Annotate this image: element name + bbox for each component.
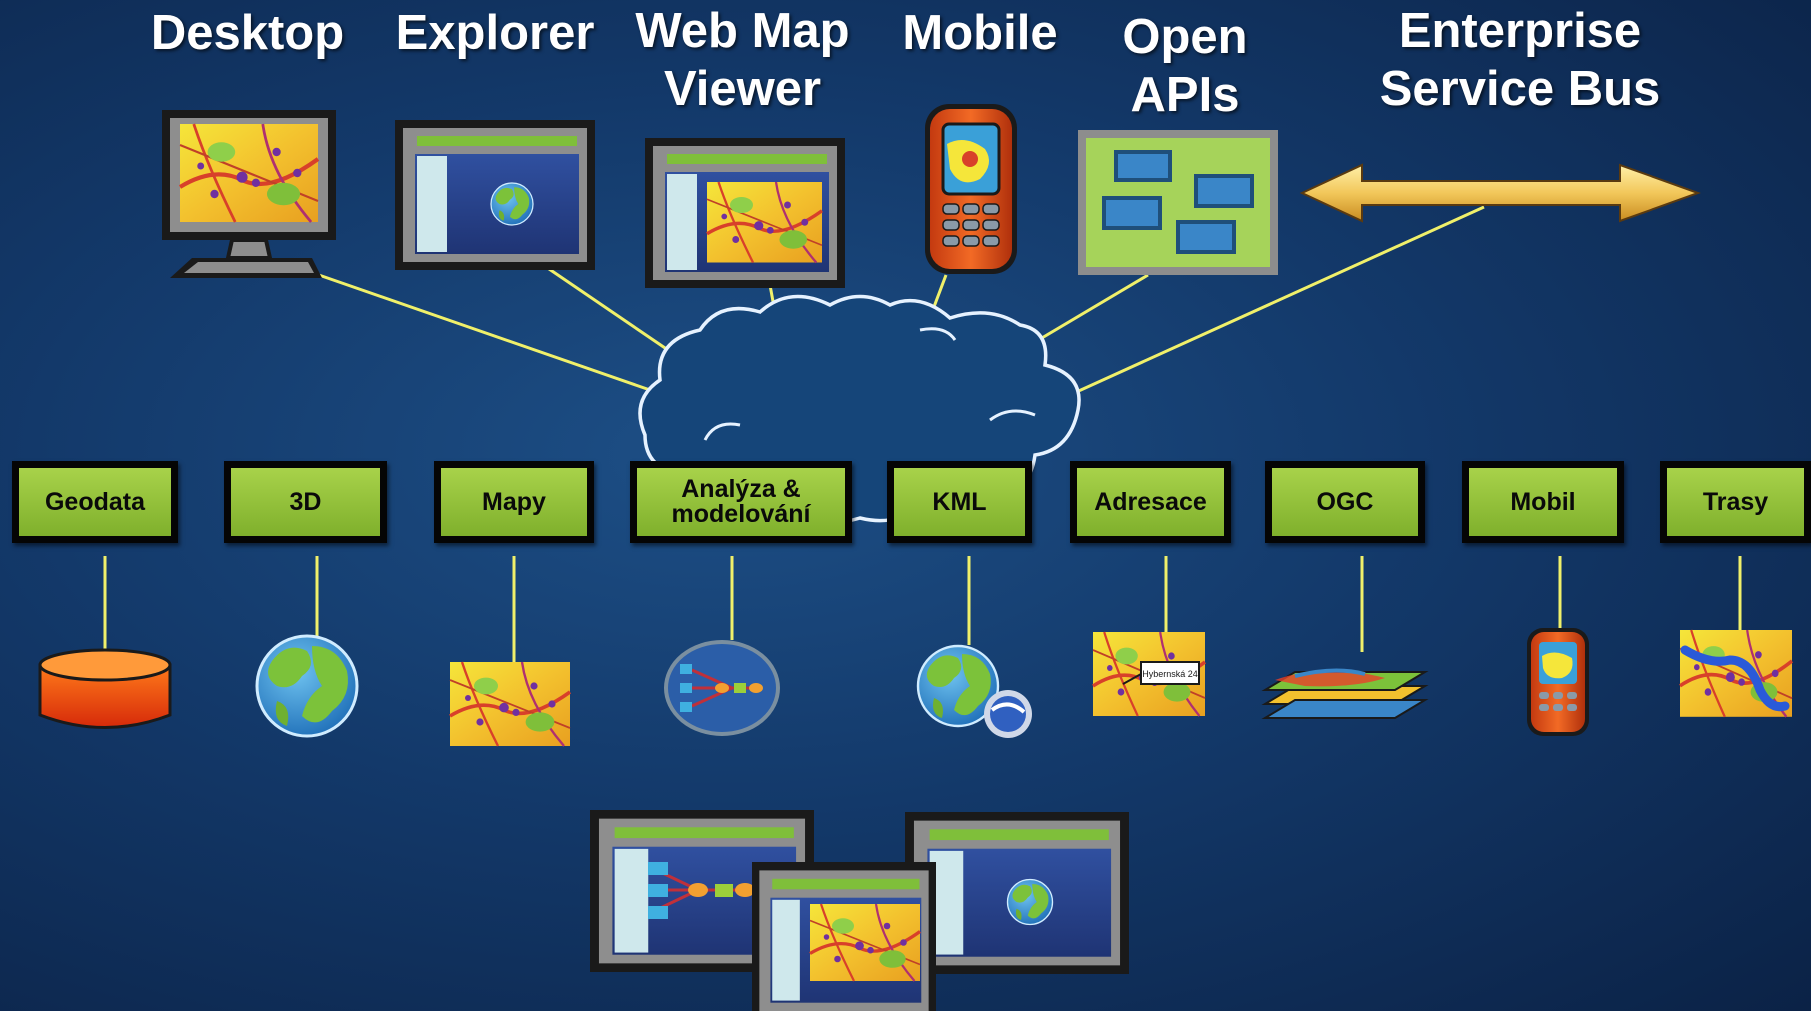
service-mobil: Mobil (1462, 461, 1624, 543)
web-map-viewer-icon (645, 138, 845, 288)
service-label: KML (932, 487, 987, 516)
double-arrow-icon (1299, 163, 1701, 223)
connector-explorer (529, 254, 669, 352)
layers-icon (1261, 668, 1429, 719)
model-icon (664, 640, 780, 736)
service-ogc: OGC (1265, 461, 1425, 543)
connector-desktop (315, 272, 651, 392)
service-mapy: Mapy (434, 461, 594, 543)
service-3d: 3D (224, 461, 387, 543)
database-icon (38, 648, 172, 729)
service-label: Trasy (1702, 487, 1769, 516)
service-connectors (103, 556, 1742, 662)
explorer-window-icon (395, 120, 595, 270)
desktop-monitor-icon (162, 110, 336, 278)
address-tag: Hybernská 24 (1142, 669, 1198, 679)
service-label: Analýza & modelování (671, 475, 811, 528)
client-label-open-apis: Open APIs (1122, 10, 1248, 122)
globe-window-icon (905, 812, 1129, 974)
client-label-desktop: Desktop (150, 6, 345, 60)
route-map-icon (1678, 628, 1794, 719)
service-adresace: Adresace (1070, 461, 1231, 543)
service-label: Geodata (44, 487, 146, 516)
client-label-explorer: Explorer (395, 6, 595, 60)
service-geodata: Geodata (12, 461, 178, 543)
globe-kml-icon (916, 644, 1032, 738)
service-label: Mobil (1510, 487, 1576, 516)
mobile-phone-icon (925, 104, 1017, 274)
globe-icon (255, 634, 359, 738)
phone-icon (1527, 628, 1589, 736)
client-label-enterprise-service-bus: Enterprise Service Bus (1379, 4, 1661, 116)
service-analyza: Analýza & modelování (630, 461, 852, 543)
service-trasy: Trasy (1660, 461, 1811, 543)
service-label: Mapy (482, 487, 546, 516)
map-icon (448, 660, 572, 748)
service-label: OGC (1316, 487, 1374, 516)
address-map-icon: Hybernská 24 (1091, 630, 1207, 718)
connector-esb (1071, 205, 1485, 396)
client-connectors (315, 205, 1485, 396)
connector-openapis (1024, 273, 1149, 350)
map-window-icon (752, 862, 936, 1011)
service-kml: KML (887, 461, 1032, 543)
service-label: Adresace (1094, 487, 1207, 516)
open-apis-icon (1078, 130, 1278, 275)
service-label: 3D (289, 487, 322, 516)
client-label-mobile: Mobile (902, 6, 1058, 60)
client-label-web-map-viewer: Web Map Viewer (635, 4, 850, 116)
